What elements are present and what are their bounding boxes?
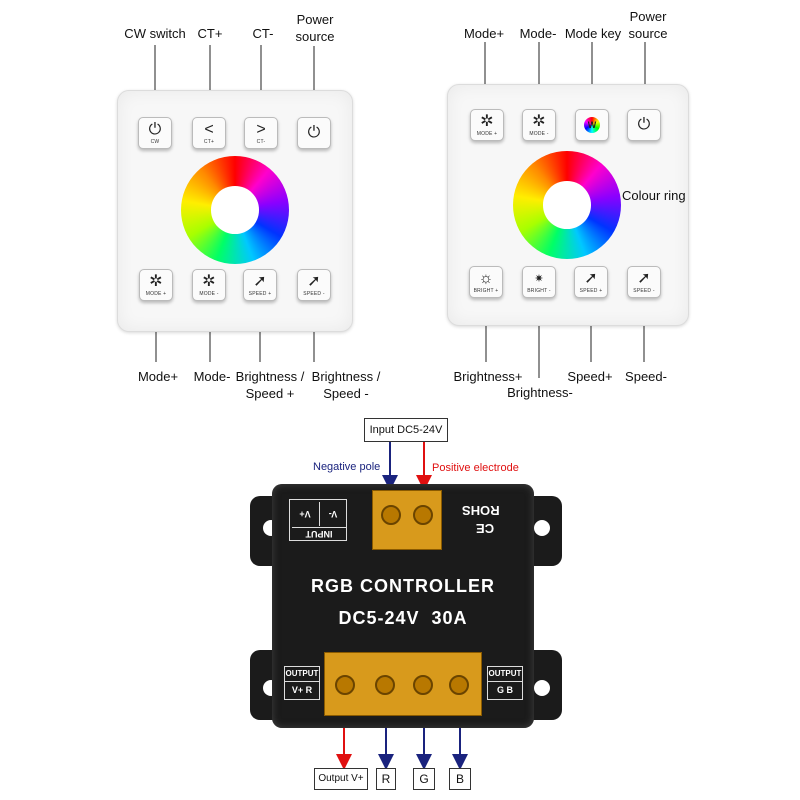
colour-ring-left[interactable] (181, 156, 289, 264)
output-vplus-box: Output V+ (314, 768, 368, 790)
input-v-plus: V+ (299, 509, 311, 519)
label-cw-switch: CW switch (124, 26, 186, 41)
mode-plus-button-right[interactable]: ✲ MODE + (470, 109, 504, 141)
label-speed-minus: Speed- (625, 369, 667, 384)
rocket-icon: ➚ (584, 269, 598, 287)
key-sub-label: CT+ (203, 138, 215, 145)
mode-icon: ✲ (202, 272, 216, 290)
mode-key-button[interactable]: W (575, 109, 609, 141)
bright-plus-button[interactable]: ☼ BRIGHT + (469, 266, 503, 298)
output-r-box: R (376, 768, 396, 790)
key-sub-label: CW (150, 138, 160, 145)
output-b-box: B (449, 768, 471, 790)
key-sub-label: MODE + (145, 290, 167, 297)
label-speed-plus: Speed+ (567, 369, 613, 384)
dim-sun-icon: ✷ (534, 272, 544, 285)
screw-terminal-b[interactable] (449, 675, 469, 695)
label-mode-minus-left: Mode- (193, 369, 231, 384)
output-label-left: OUTPUT V+ R (284, 666, 320, 700)
key-sub-label: SPEED - (303, 290, 325, 297)
ce-mark: CE (476, 521, 495, 536)
label-ct-minus: CT- (252, 26, 274, 41)
chevron-right-icon: > (256, 120, 266, 138)
chevron-left-icon: < (204, 120, 214, 138)
label-brightness-speed-minus: Brightness / Speed - (311, 369, 381, 401)
label-power-source-right: Power source (628, 9, 668, 41)
sun-icon: ☼ (478, 269, 494, 287)
rohs-mark: ROHS (462, 503, 500, 518)
mode-icon: ✲ (532, 112, 546, 130)
label-brightness-speed-plus: Brightness / Speed + (235, 369, 305, 401)
power-button-right[interactable]: ⏻ (627, 109, 661, 141)
label-colour-ring: Colour ring (622, 188, 686, 203)
label-mode-minus-right: Mode- (519, 26, 557, 41)
controller-title: RGB CONTROLLER (311, 576, 495, 596)
power-icon: ⏻ (307, 123, 321, 141)
cw-switch-button[interactable]: ⏻ CW (138, 117, 172, 149)
screw-terminal-r[interactable] (375, 675, 395, 695)
mode-plus-button-left[interactable]: ✲ MODE + (139, 269, 173, 301)
input-v-minus: V- (319, 502, 346, 526)
key-sub-label: BRIGHT + (473, 287, 499, 294)
screw-terminal-negative[interactable] (381, 505, 401, 525)
rocket-icon: ➚ (307, 272, 321, 290)
label-mode-plus-left: Mode+ (137, 369, 179, 384)
output-pins-left: V+ R (291, 685, 313, 695)
input-tag: INPUT (292, 527, 346, 540)
speed-plus-button-right[interactable]: ➚ SPEED + (574, 266, 608, 298)
power-icon: ⏻ (637, 116, 651, 133)
key-sub-label: SPEED + (248, 290, 272, 297)
rocket-icon: ➚ (637, 269, 651, 287)
mode-icon: ✲ (149, 272, 163, 290)
mode-minus-button-right[interactable]: ✲ MODE - (522, 109, 556, 141)
colour-wheel-icon: W (584, 117, 600, 133)
screw-terminal-g[interactable] (413, 675, 433, 695)
speed-minus-button-right[interactable]: ➚ SPEED - (627, 266, 661, 298)
output-tag-right: OUTPUT (488, 667, 522, 682)
key-sub-label: BRIGHT - (527, 287, 551, 294)
power-button-left[interactable]: ⏻ (297, 117, 331, 149)
colour-ring-right[interactable] (513, 151, 621, 259)
key-sub-label: MODE - (529, 130, 549, 137)
input-terminal-block (372, 490, 442, 550)
rocket-icon: ➚ (253, 272, 267, 290)
label-positive-electrode: Positive electrode (432, 462, 519, 474)
label-mode-key: Mode key (564, 26, 622, 41)
output-tag-left: OUTPUT (285, 667, 319, 682)
label-brightness-minus: Brightness- (507, 385, 573, 400)
label-mode-plus-right: Mode+ (463, 26, 505, 41)
controller-spec: DC5-24V 30A (338, 608, 468, 628)
mode-minus-button-left[interactable]: ✲ MODE - (192, 269, 226, 301)
key-sub-label: MODE + (476, 130, 498, 137)
speed-plus-button-left[interactable]: ➚ SPEED + (243, 269, 277, 301)
power-icon: ⏻ (148, 120, 162, 138)
ct-plus-button[interactable]: < CT+ (192, 117, 226, 149)
mode-icon: ✲ (480, 112, 494, 130)
key-sub-label: SPEED + (579, 287, 603, 294)
output-label-right: OUTPUT G B (487, 666, 523, 700)
input-label-block: INPUT V- V+ (289, 499, 347, 541)
output-g-box: G (413, 768, 435, 790)
label-brightness-plus: Brightness+ (453, 369, 523, 384)
label-negative-pole: Negative pole (313, 461, 381, 473)
screw-terminal-vplus[interactable] (335, 675, 355, 695)
label-ct-plus: CT+ (197, 26, 223, 41)
key-sub-label: CT- (256, 138, 266, 145)
screw-terminal-positive[interactable] (413, 505, 433, 525)
output-terminal-block (324, 652, 482, 716)
input-voltage-box: Input DC5-24V (364, 418, 448, 442)
ct-minus-button[interactable]: > CT- (244, 117, 278, 149)
bright-minus-button[interactable]: ✷ BRIGHT - (522, 266, 556, 298)
key-sub-label: MODE - (199, 290, 219, 297)
key-sub-label: SPEED - (633, 287, 655, 294)
label-power-source-left: Power source (295, 12, 335, 44)
output-pins-right: G B (496, 685, 513, 695)
speed-minus-button-left[interactable]: ➚ SPEED - (297, 269, 331, 301)
